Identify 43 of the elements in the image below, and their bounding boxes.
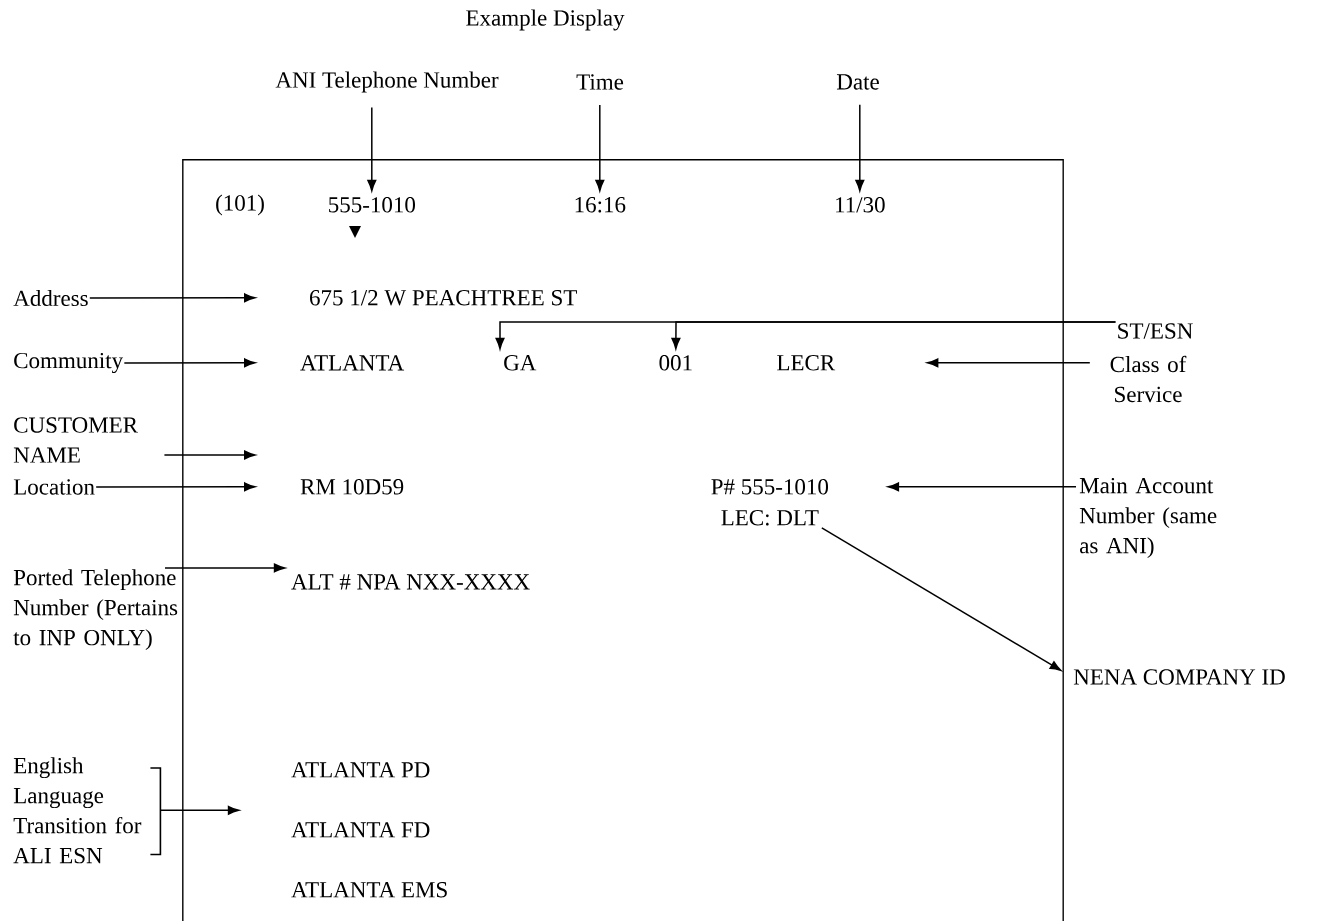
- arrow: [159, 805, 240, 815]
- field-label: CUSTOMER NAME: [13, 417, 138, 463]
- field-label: English Language Transition for ALI ESN: [13, 757, 142, 864]
- arrow: [123, 358, 256, 368]
- field-label: ANI Telephone Number: [275, 71, 499, 93]
- arrow: [821, 527, 1062, 671]
- arrow: [926, 358, 1091, 368]
- field-label: Time: [576, 74, 624, 90]
- arrow: [367, 106, 377, 192]
- display-text: RM 10D59: [300, 479, 404, 495]
- display-text: 675 1/2 W PEACHTREE ST: [310, 290, 577, 306]
- display-text: ATLANTA EMS: [291, 882, 447, 898]
- display-text: 16:16: [575, 197, 626, 213]
- arrow: [95, 482, 256, 492]
- field-label: Main Account Number (same as ANI): [1079, 477, 1217, 559]
- field-label: Address: [13, 289, 88, 307]
- arrow: [595, 104, 605, 192]
- field-label: Class of Service: [1110, 355, 1187, 403]
- display-text: 555-1010: [329, 197, 415, 213]
- display-text: ALT # NPA NXX-XXXX: [291, 574, 530, 590]
- display-text: 001: [659, 355, 692, 371]
- field-label: NENA COMPANY ID: [1073, 669, 1285, 685]
- field-label: Location: [13, 479, 95, 495]
- arrow: [671, 321, 1117, 350]
- arrow: [164, 563, 286, 573]
- arrow: [89, 293, 256, 303]
- display-text: ATLANTA: [300, 355, 405, 371]
- arrow: [887, 482, 1077, 492]
- display-text: GA: [504, 355, 537, 371]
- arrow: [163, 450, 256, 460]
- diagram-title: Example Display: [466, 9, 625, 31]
- display-text: P# 555-1010: [711, 479, 829, 495]
- display-text: 11/30: [836, 197, 885, 213]
- field-label: Date: [836, 74, 879, 90]
- display-text: LECR: [777, 355, 836, 371]
- field-label: Ported Telephone Number (Pertains to INP ONLY): [13, 569, 178, 651]
- display-text: ATLANTA FD: [291, 822, 430, 838]
- arrow: [855, 104, 865, 192]
- display-text: LEC: DLT: [721, 510, 819, 526]
- display-text: ATLANTA PD: [291, 762, 430, 778]
- display-text: (101): [216, 194, 264, 216]
- field-label: Community: [14, 352, 124, 374]
- field-label: ST/ESN: [1118, 323, 1193, 339]
